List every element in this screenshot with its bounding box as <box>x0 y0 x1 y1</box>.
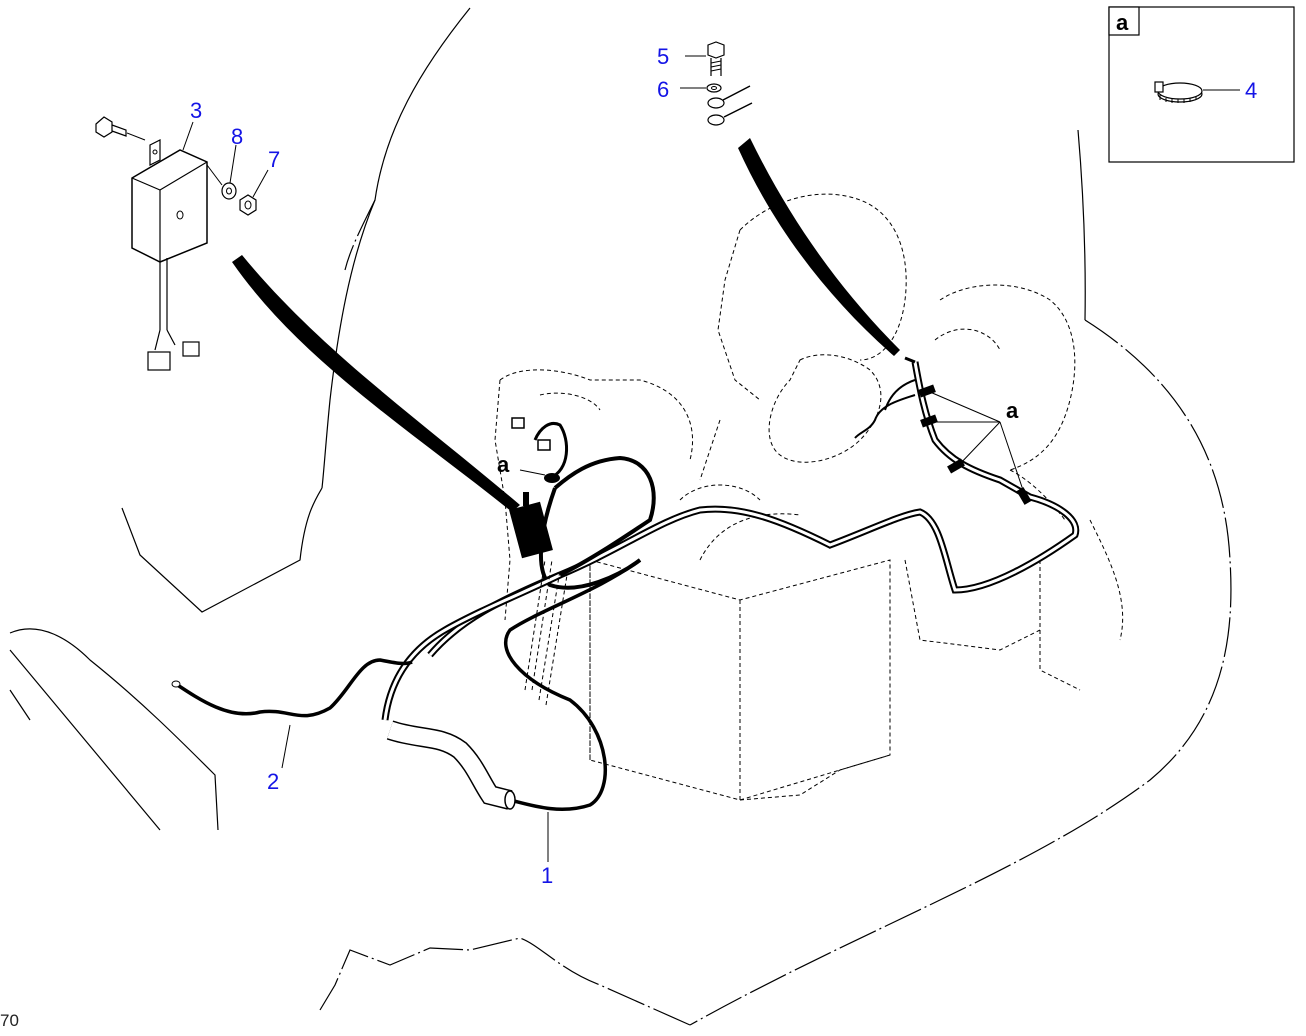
harness-branch-left <box>511 417 569 483</box>
relay-box-icon <box>131 139 208 371</box>
pointer-wedge-right <box>738 138 900 356</box>
callout-4: 4 <box>1245 78 1257 103</box>
bolt-icon <box>95 116 146 141</box>
callout-3: 3 <box>190 98 202 123</box>
wiring-harness-2 <box>171 658 413 718</box>
detail-marker-right: a <box>1006 398 1019 423</box>
washer-icon <box>221 182 237 200</box>
detail-label: a <box>1116 10 1129 35</box>
page-number: 70 <box>0 1011 19 1030</box>
callout-7: 7 <box>268 147 280 172</box>
hose-clamp-icon <box>1154 81 1203 103</box>
detail-box-a <box>1108 6 1295 163</box>
wiring-harness-1 <box>381 356 1080 812</box>
callout-5: 5 <box>657 44 669 69</box>
ring-terminal-icon <box>706 83 753 126</box>
callout-2: 2 <box>267 769 279 794</box>
connector-icon <box>509 492 553 559</box>
pointer-wedge-left <box>232 255 520 512</box>
callout-1: 1 <box>541 863 553 888</box>
callout-8: 8 <box>231 124 243 149</box>
detail-marker-left: a <box>497 452 510 477</box>
callout-6: 6 <box>657 77 669 102</box>
nut-icon <box>239 194 257 216</box>
bolt-icon <box>707 41 725 76</box>
machine-outline <box>9 7 1232 1026</box>
